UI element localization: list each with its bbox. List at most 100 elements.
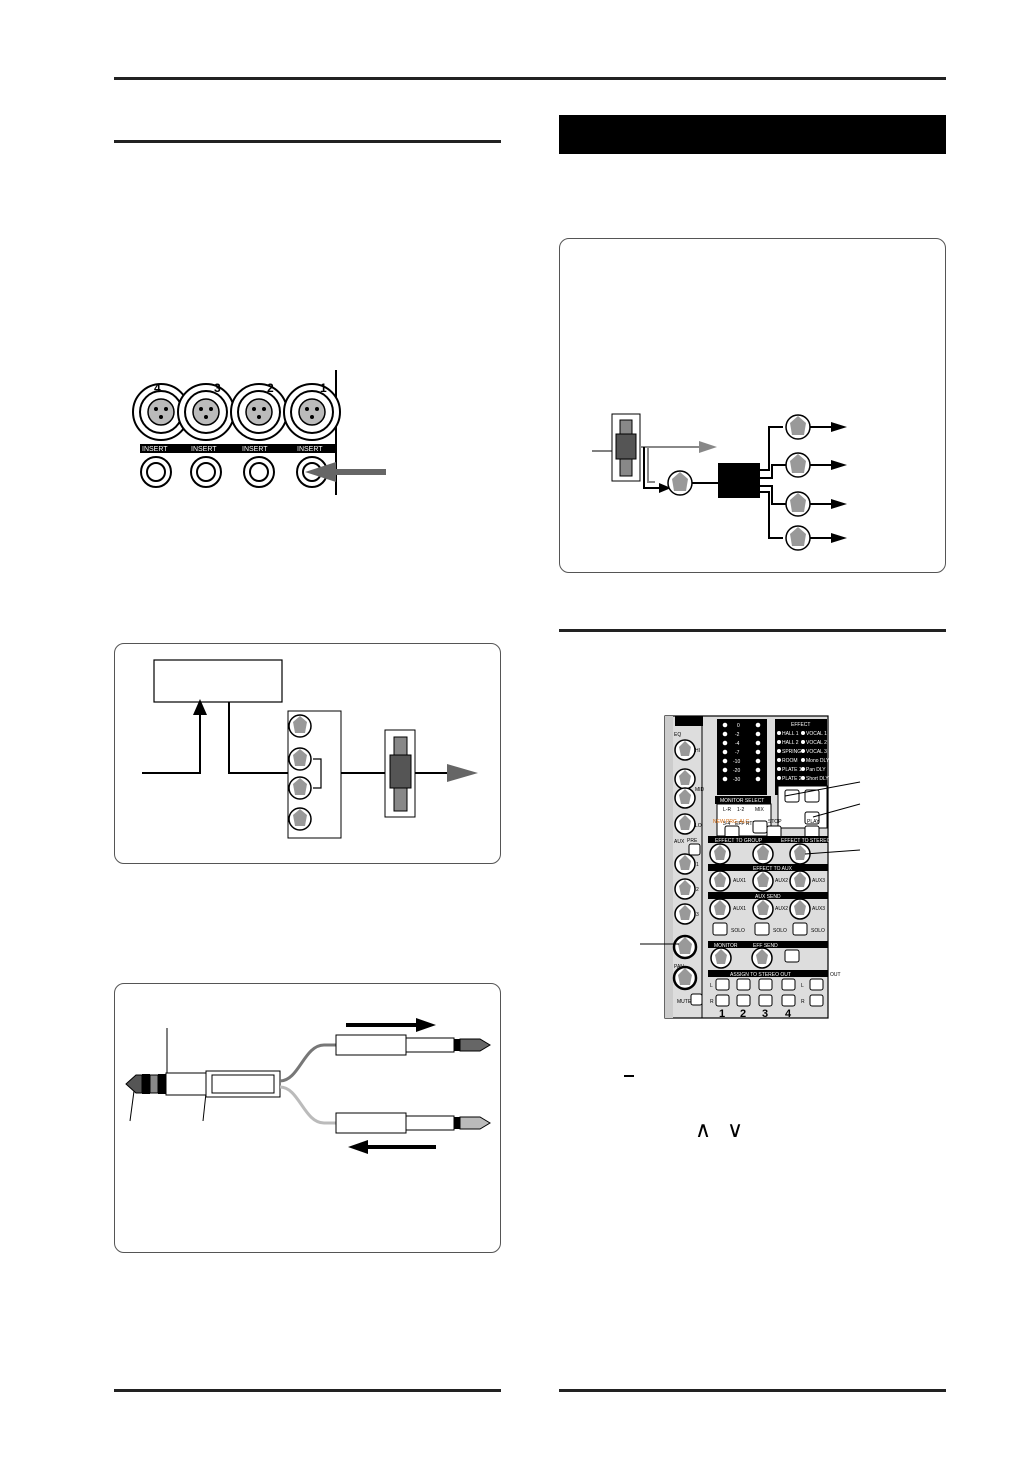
effect-to-stereo-label: EFFECT TO STEREO — [781, 838, 831, 844]
monitor-mix: MIX — [755, 807, 765, 813]
monitor-mix-button[interactable] — [752, 820, 768, 834]
mute-label: MUTE — [677, 999, 692, 1005]
eff-send-label: EFF SEND — [753, 943, 778, 949]
down-caret-icon: ∨ — [727, 1118, 744, 1143]
new-prg-label: NEW PRG. ALC. — [713, 819, 751, 825]
insert-label-3: INSERT — [191, 446, 217, 453]
section-banner — [559, 115, 946, 154]
effect-short-dly: Short DLY — [806, 776, 829, 782]
insert-pointer-arrow-icon — [305, 462, 386, 482]
solo-label-2: SOLO — [773, 928, 787, 934]
assign-buttons — [715, 978, 824, 1007]
aux-num-1: 1 — [696, 862, 699, 868]
phones-button[interactable] — [784, 949, 800, 963]
eq-lo: LO — [695, 823, 702, 829]
stereo-out-label: STEREO OUT — [808, 972, 841, 978]
trs-plug-icon — [125, 1070, 281, 1098]
callout-line-1 — [784, 781, 861, 797]
meter-4: -4 — [735, 741, 740, 747]
r-label-right: R — [801, 999, 805, 1005]
l-label-right: L — [801, 983, 804, 989]
aux-pre-button[interactable] — [688, 843, 701, 856]
meter-2: -2 — [735, 732, 740, 738]
assign-label: ASSIGN TO STEREO OUT — [730, 972, 791, 978]
signal-direction-left-icon — [348, 1140, 436, 1154]
aux-pre-label: PRE — [687, 838, 698, 844]
eq-hi: HI — [695, 748, 700, 754]
effect-down-button[interactable] — [804, 789, 820, 803]
phones-label: PHONES — [786, 942, 808, 948]
effect-vocal3: VOCAL 3 — [806, 749, 827, 755]
meter-leds — [722, 722, 761, 782]
channel-number-3: 3 — [214, 381, 221, 395]
monitor-eff-rtn: EFF RTN — [735, 821, 756, 827]
aux-send-label: AUX SEND — [755, 894, 781, 900]
effect-routing-diagram — [592, 413, 847, 551]
insert-label-1: INSERT — [297, 446, 323, 453]
effect-to-aux-label: EFFECT TO AUX — [753, 866, 793, 872]
aux3-label-a: AUX3 — [812, 878, 825, 884]
underline-mark — [624, 1075, 634, 1077]
monitor-34: 3-4 — [723, 821, 730, 827]
up-caret-icon: ∧ — [695, 1118, 712, 1143]
channel-number-4: 4 — [154, 381, 161, 395]
output-knob-icons — [785, 414, 811, 551]
effect-pan-dly: Pan DLY — [806, 767, 826, 773]
solo-button-3[interactable] — [792, 922, 808, 936]
effect-store-button[interactable] — [804, 811, 820, 825]
solo-button-1[interactable] — [712, 922, 728, 936]
mute-button[interactable] — [690, 993, 703, 1006]
meter-30: -30 — [733, 777, 740, 783]
page-top-rule — [114, 77, 946, 80]
effect-hall1: HALL 1 — [782, 731, 799, 737]
play-label: PLAY — [807, 819, 820, 825]
effect-plate1: PLATE 1 — [782, 767, 802, 773]
group-4: 4 — [785, 1008, 792, 1020]
effect-to-group-label: EFFECT TO GROUP — [715, 838, 763, 844]
l-label-left: L — [710, 983, 713, 989]
callout-line-2 — [812, 803, 861, 818]
insert-signal-diagram — [142, 659, 478, 839]
channel-knob-icons — [672, 739, 698, 991]
r-label-left: R — [710, 999, 714, 1005]
xlr-connectors — [132, 383, 341, 441]
ts-plug-send-icon — [335, 1034, 491, 1056]
meter-0: 0 — [737, 723, 740, 729]
aux-send-knob-icons — [709, 898, 811, 920]
effect-room: ROOM — [782, 758, 798, 764]
aux1-label-b: AUX1 — [733, 906, 746, 912]
insert-label-4: INSERT — [142, 446, 168, 453]
aux1-label-a: AUX1 — [733, 878, 746, 884]
channel-number-1: 1 — [320, 381, 327, 395]
pan-label: PAN — [674, 964, 684, 970]
effect-plate2: PLATE 2 — [782, 776, 802, 782]
aux2-label-b: AUX2 — [775, 906, 788, 912]
output-arrow-icon — [447, 764, 478, 782]
rear-panel-figure: 4 3 2 1 INSERT INSERT INSERT INSERT — [132, 370, 386, 495]
aux-label: AUX — [674, 839, 685, 845]
external-processor-box — [153, 659, 283, 703]
monitor-knob-icons — [710, 947, 773, 969]
monitor-lr: L-R — [723, 807, 731, 813]
meter-20: -20 — [733, 768, 740, 774]
effect-to-aux-knob-icons — [709, 870, 811, 892]
group-3: 3 — [762, 1008, 768, 1020]
insert-cable-diagram — [125, 1018, 491, 1154]
solo-button-2[interactable] — [754, 922, 770, 936]
eff-send-knob-icon — [667, 470, 693, 496]
knob-icons — [288, 714, 312, 831]
insert-label-2: INSERT — [242, 446, 268, 453]
channel-number-2: 2 — [267, 381, 274, 395]
eq-label: EQ — [674, 732, 681, 738]
solo-label-3: SOLO — [811, 928, 825, 934]
effect-hall2: HALL 2 — [782, 740, 799, 746]
meter-7: -7 — [735, 750, 740, 756]
group-1: 1 — [719, 1008, 725, 1020]
group-2: 2 — [740, 1008, 746, 1020]
aux-num-2: 2 — [696, 887, 699, 893]
right-section-rule — [559, 629, 946, 632]
effect-vocal1: VOCAL 1 — [806, 731, 827, 737]
aux-num-3: 3 — [696, 912, 699, 918]
send-arrow-icon — [193, 699, 207, 715]
mixer-panel-figure: 0 -2 -4 -7 -10 -20 -30 EFFECT HALL 1 HAL… — [640, 715, 861, 1020]
